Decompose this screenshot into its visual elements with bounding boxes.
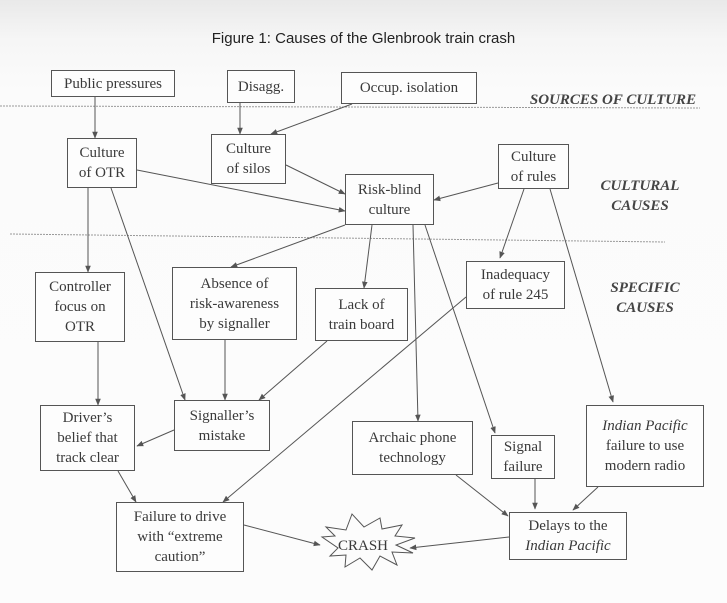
section-label: CULTURAL	[600, 178, 680, 194]
node-label: Indian Pacific	[602, 416, 687, 436]
node-signallers-mistake: Signaller’s mistake	[174, 400, 270, 451]
edge-risk-blind-to-lack-train-board	[362, 224, 373, 289]
edge-signallers-mistake-to-drivers-belief	[136, 429, 175, 447]
node-failure-to-drive-with-caution: Failure to drive with “extreme caution”	[116, 502, 244, 572]
edge-culture-rules-to-inadequacy-rule	[499, 188, 525, 259]
edge-failure-drive-to-crash	[243, 524, 321, 547]
edge-drivers-belief-to-failure-drive	[117, 470, 137, 503]
section-specific-causes: SPECIFIC CAUSES	[590, 278, 700, 318]
node-culture-of-rules: Culture of rules	[498, 144, 569, 189]
node-label: by signaller	[199, 315, 270, 332]
edge-occup-isolation-to-culture-silos	[270, 103, 353, 135]
node-signal-failure: Signal failure	[491, 435, 555, 479]
node-drivers-belief: Driver’s belief that track clear	[40, 405, 135, 471]
node-label: OTR	[65, 319, 95, 335]
node-label: Disagg.	[237, 78, 285, 95]
node-label: Driver’s	[62, 410, 113, 426]
crash-starburst	[320, 513, 416, 571]
node-label: Lack of	[338, 296, 385, 313]
node-label: Public pressures	[64, 75, 162, 92]
node-label: Archaic phone	[368, 430, 457, 446]
edge-inadequacy-rule-to-failure-drive	[222, 296, 467, 503]
node-label: with “extreme	[137, 529, 223, 545]
node-label-italic: Indian Pacific	[602, 418, 688, 434]
node-risk-blind-culture: Risk-blind culture	[345, 174, 434, 225]
node-label: train board	[328, 316, 395, 333]
divider-sources	[0, 105, 701, 109]
node-label: Risk-blind	[357, 181, 422, 198]
edge-risk-blind-to-absence-risk	[230, 224, 346, 268]
edge-culture-otr-to-risk-blind	[136, 169, 346, 213]
section-label: CAUSES	[616, 300, 674, 316]
edge-delays-to-crash	[409, 536, 510, 551]
edge-risk-blind-to-archaic-phone	[412, 224, 421, 422]
node-label: failure to use	[605, 438, 685, 454]
node-label: focus on	[54, 299, 106, 315]
edge-risk-blind-to-signal-failure	[424, 224, 496, 434]
node-inadequacy-of-rule-245: Inadequacy of rule 245	[466, 261, 565, 309]
node-label-italic: Indian Pacific	[525, 538, 611, 554]
node-delays-to-indian-pacific: Delays to the Indian Pacific	[509, 512, 627, 560]
node-label: Indian Pacific	[525, 536, 610, 556]
edge-culture-otr-to-signallers-mistake	[110, 187, 186, 401]
divider-cultural	[9, 233, 666, 243]
node-label: risk-awareness	[189, 295, 280, 312]
section-label: SPECIFIC	[610, 280, 680, 296]
node-public-pressures: Public pressures	[51, 70, 175, 97]
node-absence-of-risk-awareness: Absence of risk-awareness by signaller	[172, 267, 297, 340]
node-label: caution”	[154, 549, 206, 565]
edges-group	[85, 97, 614, 551]
node-label: of silos	[226, 161, 271, 177]
node-archaic-phone-technology: Archaic phone technology	[352, 421, 473, 475]
node-label: track clear	[56, 450, 119, 466]
node-label: Culture	[511, 148, 556, 165]
node-label: of rules	[510, 168, 557, 185]
edge-ip-radio-to-delays	[572, 486, 599, 511]
node-controller-focus: Controller focus on OTR	[35, 272, 125, 342]
node-disagg: Disagg.	[227, 70, 295, 103]
node-label: Inadequacy	[480, 267, 551, 283]
edge-culture-silos-to-risk-blind	[285, 164, 346, 195]
figure-title: Figure 1: Causes of the Glenbrook train …	[211, 30, 516, 47]
node-label: Failure to drive	[133, 509, 227, 525]
node-label: Culture	[226, 141, 271, 157]
node-label: mistake	[198, 427, 246, 444]
edge-culture-rules-to-risk-blind	[433, 182, 499, 202]
section-label: CAUSES	[611, 198, 669, 214]
node-label: belief that	[57, 430, 118, 446]
node-label: failure	[503, 459, 543, 475]
node-lack-of-train-board: Lack of train board	[315, 288, 408, 341]
edge-lack-train-board-to-signallers-mistake	[258, 340, 328, 401]
node-label: Signal	[503, 439, 543, 455]
node-crash: CRASH	[338, 538, 389, 554]
node-culture-of-silos: Culture of silos	[211, 134, 286, 184]
node-label: culture	[368, 201, 411, 218]
section-cultural-causes: CULTURAL CAUSES	[585, 176, 695, 216]
node-label: of rule 245	[482, 287, 549, 303]
node-label: Controller	[49, 279, 111, 295]
node-label: Delays to the	[528, 518, 608, 534]
edge-culture-rules-to-ip-radio	[549, 188, 614, 403]
section-label: SOURCES OF CULTURE	[529, 92, 697, 108]
node-culture-of-otr: Culture of OTR	[67, 138, 137, 188]
node-label: Absence of	[200, 275, 269, 292]
node-label: Signaller’s	[189, 407, 255, 424]
node-label: modern radio	[604, 458, 686, 474]
edge-archaic-phone-to-delays	[455, 474, 509, 517]
node-label: Culture	[79, 145, 125, 161]
node-indian-pacific-failure-radio: Indian Pacific failure to use modern rad…	[586, 405, 704, 487]
node-label: of OTR	[78, 165, 126, 181]
section-sources-of-culture: SOURCES OF CULTURE	[500, 90, 726, 110]
node-label: technology	[379, 450, 446, 466]
node-label: Occup. isolation	[359, 80, 459, 96]
node-occup-isolation: Occup. isolation	[341, 72, 477, 104]
